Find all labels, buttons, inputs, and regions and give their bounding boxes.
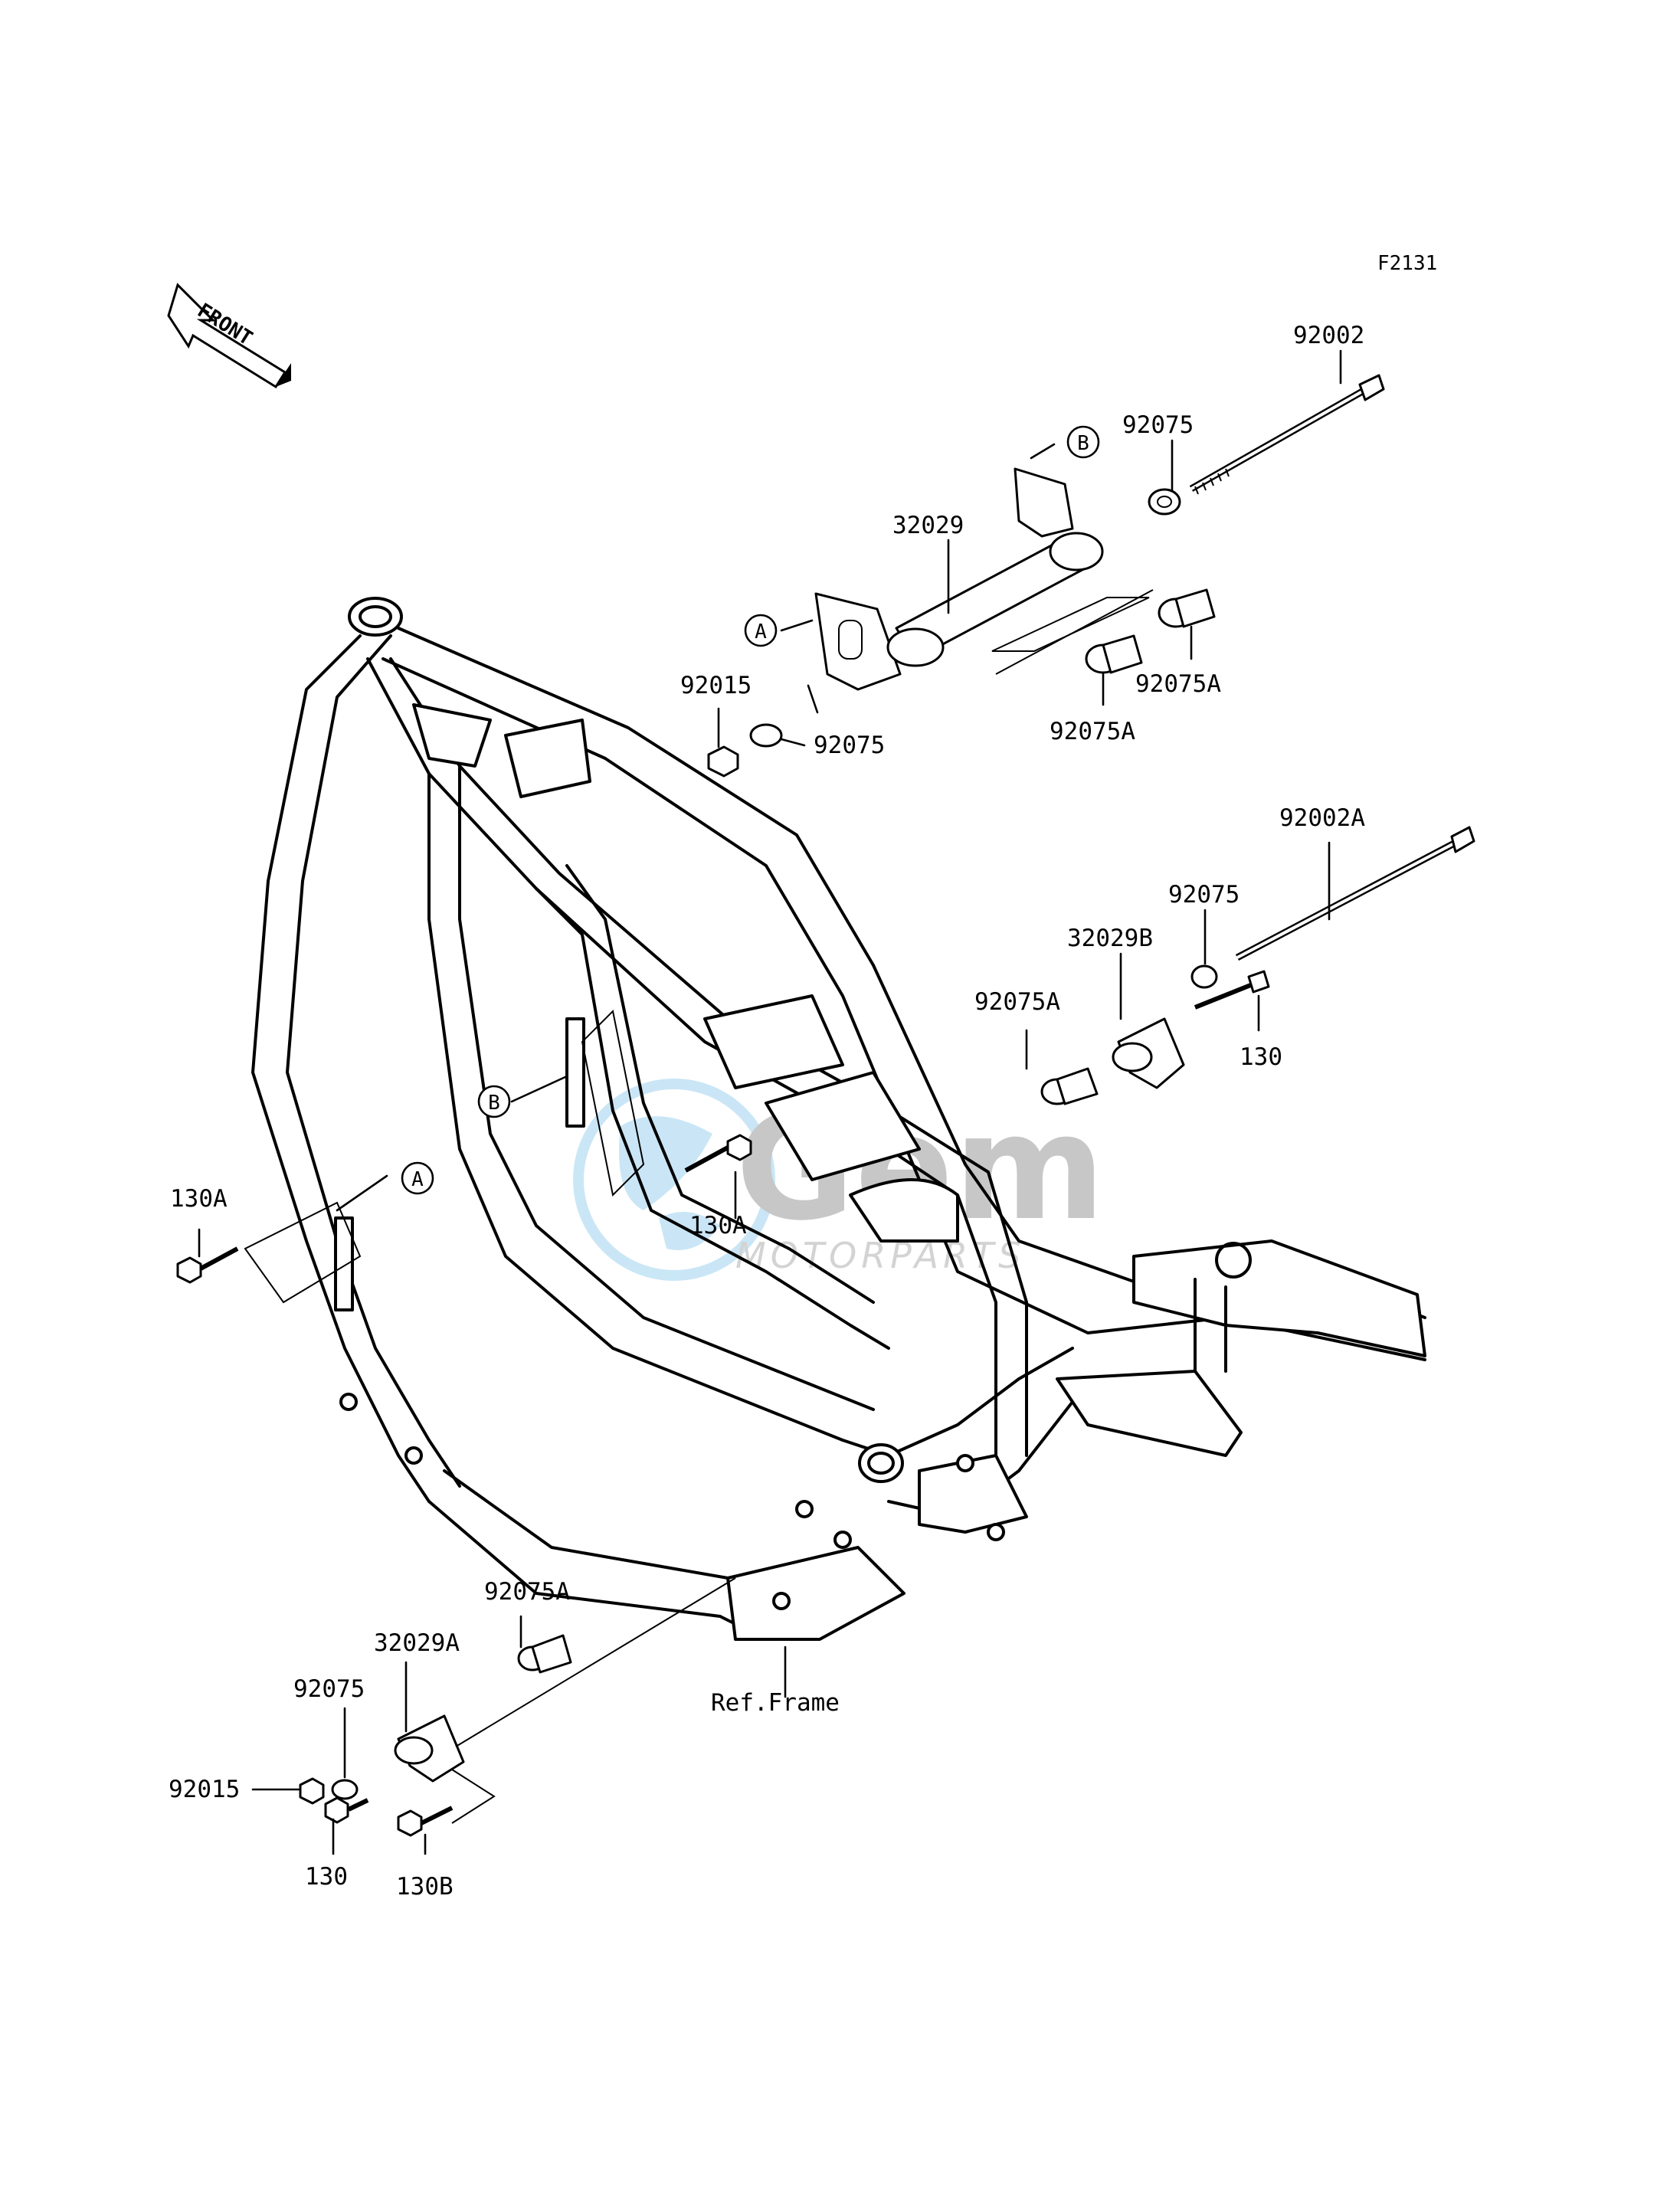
rear-engine-mount-32029B <box>1040 826 1475 1105</box>
leader-lines <box>198 349 1342 1855</box>
label-92075A-right1: 92075A <box>1135 670 1221 698</box>
label-130-right: 130 <box>1240 1043 1282 1071</box>
label-130B: 130B <box>396 1873 454 1901</box>
label-92075-mid: 92075 <box>814 732 885 759</box>
lower-engine-mount-32029A <box>299 1577 736 1837</box>
svg-text:B: B <box>1077 432 1089 455</box>
label-32029B: 32029B <box>1067 925 1153 952</box>
callout-a-frame: A <box>401 1161 434 1195</box>
bolt-130A-left <box>176 1246 239 1284</box>
motorcycle-frame <box>251 597 1426 1641</box>
bolt-130A-mid <box>684 1134 752 1173</box>
label-92075A-bottom: 92075A <box>484 1578 570 1606</box>
callout-b-frame: B <box>477 1085 511 1118</box>
front-arrow-icon: FRONT <box>167 283 291 389</box>
callout-b-upper: B <box>1066 425 1100 459</box>
figure-code: F2131 <box>1377 252 1437 275</box>
label-32029: 32029 <box>892 512 964 539</box>
label-92075-right: 92075 <box>1168 881 1240 909</box>
svg-text:B: B <box>488 1092 500 1115</box>
mount-plate-b-outline <box>581 1009 645 1197</box>
svg-text:A: A <box>755 620 767 643</box>
upper-engine-mount-32029 <box>707 374 1385 778</box>
label-ref-frame: Ref.Frame <box>711 1689 840 1717</box>
label-92075A-right3: 92075A <box>974 988 1060 1016</box>
label-92075-top: 92075 <box>1122 411 1194 439</box>
label-92075A-right2: 92075A <box>1050 718 1135 745</box>
label-92075-bottom: 92075 <box>293 1675 365 1703</box>
label-130A-left: 130A <box>170 1185 228 1213</box>
label-130A-mid: 130A <box>689 1212 747 1239</box>
label-92002: 92002 <box>1293 322 1364 349</box>
label-92002A: 92002A <box>1279 804 1365 832</box>
svg-text:A: A <box>411 1168 424 1191</box>
label-130-bottom: 130 <box>305 1863 348 1891</box>
label-92015-bottom: 92015 <box>169 1776 240 1803</box>
callout-a-upper: A <box>744 614 778 647</box>
label-32029A: 32029A <box>374 1629 460 1657</box>
label-92015-top: 92015 <box>680 672 752 699</box>
mount-plate-a-outline <box>244 1201 362 1304</box>
